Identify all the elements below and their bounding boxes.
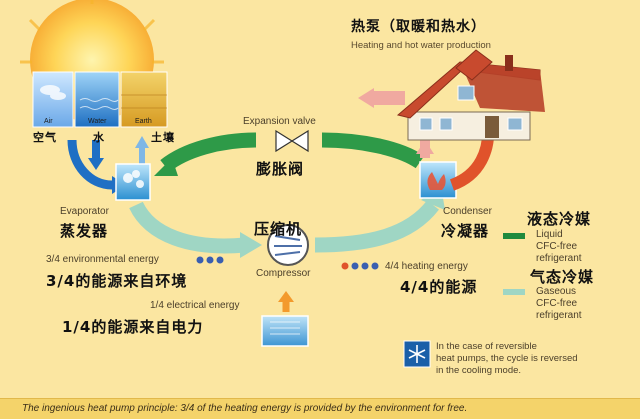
compressor-icon — [267, 224, 309, 266]
evaporator-label-cn: 蒸发器 — [60, 222, 109, 240]
condenser-box — [419, 161, 457, 199]
compressor-label-en: Compressor — [256, 268, 311, 279]
water-label-en: Water — [88, 118, 107, 125]
gaseous-swatch — [503, 289, 525, 295]
compressor-label-cn: 压缩机 — [254, 220, 303, 238]
expansion-valve-label-en: Expansion valve — [243, 116, 316, 127]
air-label-en: Air — [44, 118, 53, 125]
gaseous-refrigerant-label-cn: 气态冷媒 — [530, 268, 595, 286]
environmental-energy-label-en: 3/4 environmental energy — [46, 254, 159, 265]
reversible-note: In the case of reversible heat pumps, th… — [436, 341, 578, 376]
electrical-energy-label-en: 1/4 electrical energy — [150, 300, 240, 311]
liquid-refrigerant-label-cn: 液态冷媒 — [527, 210, 592, 228]
house-icon — [396, 49, 545, 141]
page-title-en: Heating and hot water production — [351, 40, 491, 51]
evaporator-box — [115, 163, 151, 201]
electrical-energy-label-cn: 1/4的能源来自电力 — [62, 318, 204, 336]
expansion-valve-icon — [275, 129, 309, 153]
liquid-swatch — [503, 233, 525, 239]
water-label-cn: 水 — [93, 131, 105, 144]
footer-caption: The ingenious heat pump principle: 3/4 o… — [22, 403, 468, 414]
snowflake-icon — [408, 345, 426, 363]
air-label-cn: 空气 — [33, 131, 57, 144]
heating-energy-label-cn: 4/4的能源 — [400, 278, 478, 296]
environmental-energy-label-cn: 3/4的能源来自环境 — [46, 272, 188, 290]
earth-label-en: Earth — [135, 118, 152, 125]
footer-bar: The ingenious heat pump principle: 3/4 o… — [0, 398, 640, 419]
liquid-refrigerant-label-en: Liquid CFC-free refrigerant — [536, 229, 582, 264]
gaseous-refrigerant-label-en: Gaseous CFC-free refrigerant — [536, 286, 582, 321]
condenser-label-en: Condenser — [443, 206, 492, 217]
evaporator-label-en: Evaporator — [60, 206, 109, 217]
condenser-label-cn: 冷凝器 — [441, 222, 490, 240]
page-title-cn: 热泵（取暖和热水） — [351, 19, 486, 35]
heating-energy-label-en: 4/4 heating energy — [385, 261, 468, 272]
earth-label-cn: 土壤 — [151, 131, 175, 144]
expansion-valve-label-cn: 膨胀阀 — [256, 160, 305, 178]
